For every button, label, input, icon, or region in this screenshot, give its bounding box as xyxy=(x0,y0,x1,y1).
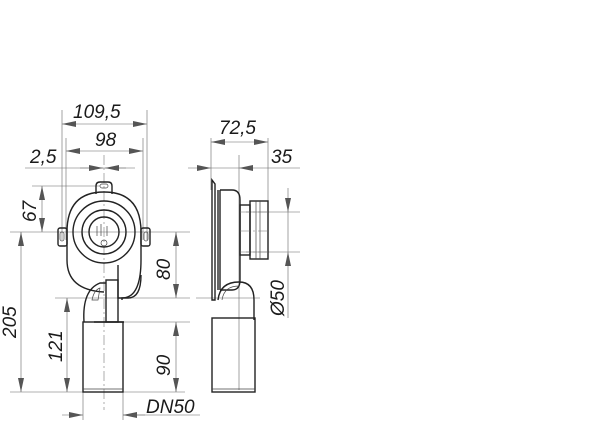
dim-spigot-diameter: Ø50 xyxy=(268,280,289,317)
dim-axis-to-outlet: 80 xyxy=(154,258,175,280)
dim-outlet-length: 90 xyxy=(154,354,175,376)
dim-outlet-height: 121 xyxy=(46,330,67,362)
dim-top-to-axis: 67 xyxy=(20,199,41,222)
dim-inner-width: 98 xyxy=(95,130,117,151)
dim-overall-width: 109,5 xyxy=(73,102,121,123)
dim-offset: 2,5 xyxy=(29,147,57,168)
dim-spigot-depth: 35 xyxy=(271,147,293,168)
side-view xyxy=(188,138,300,393)
dim-outlet-nominal: DN50 xyxy=(146,397,195,418)
dim-overall-depth: 72,5 xyxy=(219,118,256,139)
front-view xyxy=(10,110,200,420)
dim-total-height: 205 xyxy=(0,306,21,339)
